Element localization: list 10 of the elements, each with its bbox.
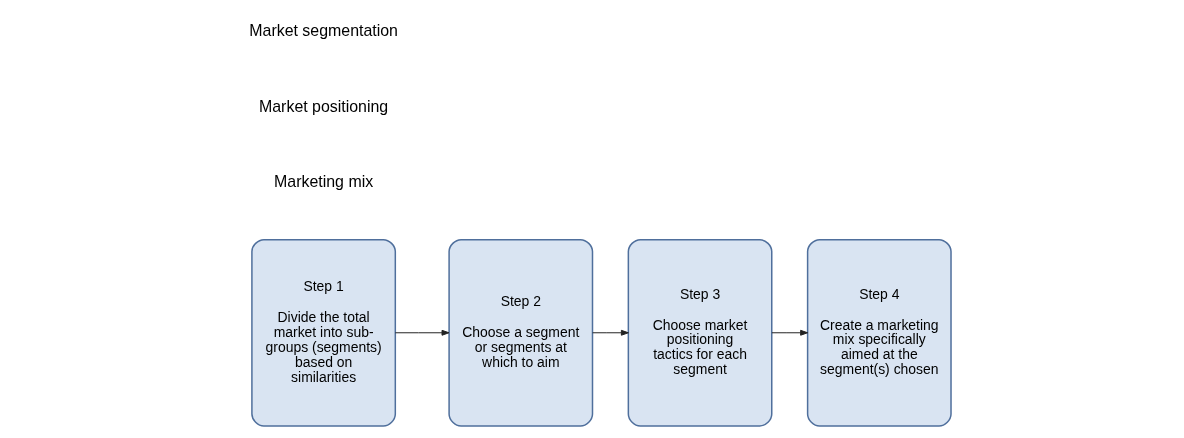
node-box: Step 4 Create a marketing mix specifically aimed at the segment(s) chosen xyxy=(806,238,952,427)
node-box: Step 1 Divide the total market into sub-groups (segments) based on similarities xyxy=(250,238,396,427)
arrow xyxy=(591,329,629,336)
node-box: Step 3 Choose market positioning tactics for each segment xyxy=(627,238,772,427)
arrow xyxy=(770,329,808,336)
arrow xyxy=(394,329,449,336)
label: Market segmentation xyxy=(248,21,398,39)
node-box: Step 2 Choose a segment or segments at which to aim xyxy=(447,238,593,427)
label: Market positioning xyxy=(258,97,388,115)
label: Marketing mix xyxy=(273,173,373,191)
